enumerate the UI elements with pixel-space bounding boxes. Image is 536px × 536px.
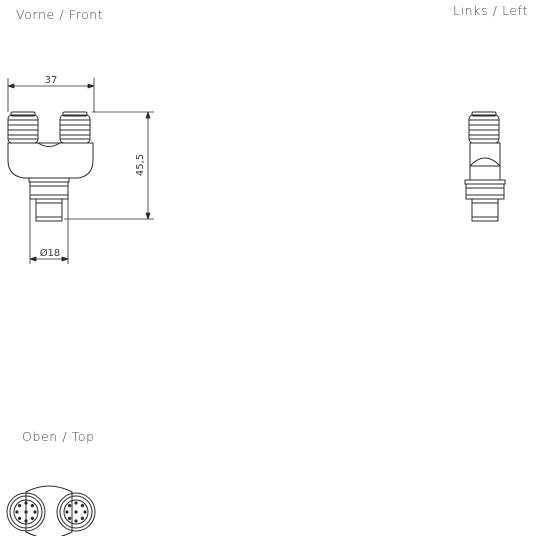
front-left-connector bbox=[7, 111, 39, 144]
dimension-diameter-text: Ø18 bbox=[40, 247, 61, 259]
dimension-width bbox=[7, 78, 95, 112]
front-nut bbox=[28, 177, 70, 200]
top-view-label: Oben / Top bbox=[22, 429, 95, 444]
dimension-diameter bbox=[29, 199, 69, 264]
front-view-label: Vorne / Front bbox=[16, 7, 104, 22]
front-view-drawing bbox=[7, 78, 154, 264]
front-right-connector bbox=[59, 111, 91, 144]
top-view-drawing bbox=[6, 485, 96, 536]
dimension-height bbox=[64, 111, 154, 220]
front-body bbox=[7, 142, 94, 179]
dimension-width-text: 37 bbox=[45, 75, 58, 86]
front-thread bbox=[35, 198, 63, 222]
dimension-height-text: 45,5 bbox=[135, 154, 146, 176]
left-view-drawing bbox=[464, 111, 506, 222]
left-view-label: Links / Left bbox=[453, 3, 528, 18]
